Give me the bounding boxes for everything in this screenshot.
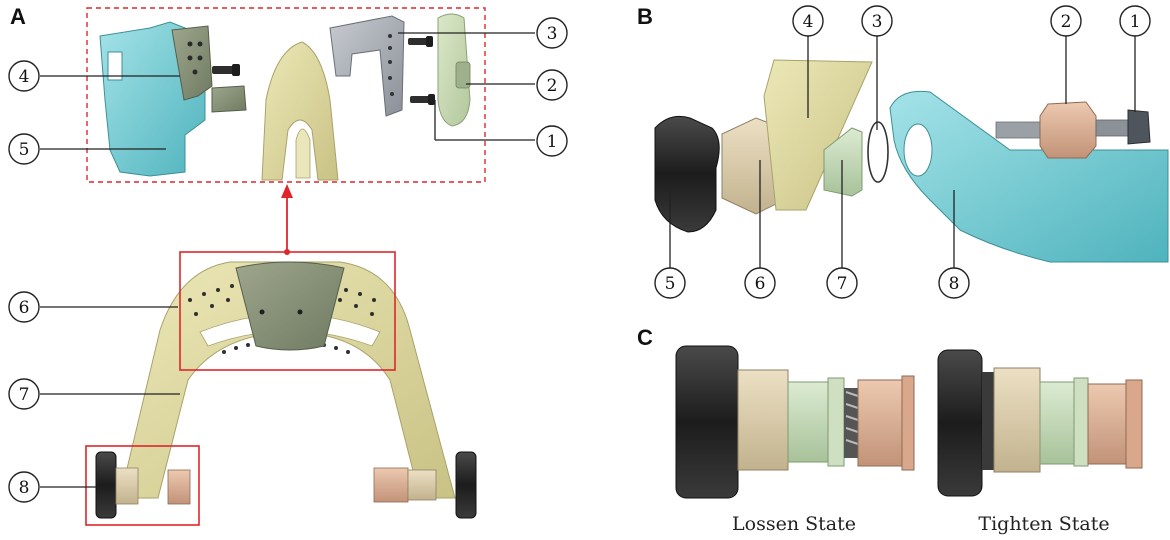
loosen-gear-teeth <box>844 388 859 458</box>
mint-gear <box>823 127 863 197</box>
loosen-gear-flange <box>827 377 845 467</box>
retaining-ring <box>867 121 889 183</box>
sage-plate <box>410 13 471 127</box>
svg-text:8: 8 <box>949 274 960 294</box>
svg-text:6: 6 <box>755 274 766 294</box>
callout-b-7: 7 <box>826 267 858 299</box>
callout-b-6: 6 <box>744 267 776 299</box>
svg-text:4: 4 <box>803 12 814 32</box>
svg-text:4: 4 <box>19 67 30 87</box>
peach-gear <box>1039 101 1097 159</box>
teal-arm-bore <box>903 123 933 177</box>
panel-a-letter: A <box>10 4 26 29</box>
svg-text:7: 7 <box>837 274 848 294</box>
loosen-state-caption: Lossen State <box>732 513 856 535</box>
svg-text:2: 2 <box>1061 12 1072 32</box>
svg-text:6: 6 <box>19 298 30 318</box>
tighten-gear-sleeve <box>1039 381 1075 465</box>
loosen-nut <box>737 369 789 471</box>
teal-arm <box>889 90 1169 263</box>
clamp-highlight-box <box>179 251 396 371</box>
tighten-assembly <box>937 349 1143 497</box>
zoom-arrow-head <box>281 184 293 198</box>
mount-bracket <box>99 21 247 177</box>
loosen-assembly <box>675 345 915 499</box>
svg-text:2: 2 <box>547 76 558 96</box>
callout-a-5: 5 <box>8 133 40 165</box>
loosen-knob <box>675 345 739 499</box>
callout-b-2: 2 <box>1050 5 1082 37</box>
frame-assembly <box>95 261 477 519</box>
svg-text:7: 7 <box>19 385 30 405</box>
svg-text:5: 5 <box>665 274 676 294</box>
callout-a-2: 2 <box>536 69 568 101</box>
panel-b: B 1 2 3 4 5 6 7 8 <box>637 4 1169 299</box>
exploded-view-frame <box>86 7 486 183</box>
yellow-wedge <box>763 59 873 211</box>
callout-a-1: 1 <box>536 125 568 157</box>
callout-b-1: 1 <box>1119 5 1151 37</box>
knob <box>654 115 720 233</box>
tighten-peach-gear <box>1087 383 1129 465</box>
loosen-peach-cap <box>901 375 915 471</box>
bolt-head <box>1127 109 1151 145</box>
callout-b-5: 5 <box>654 267 686 299</box>
callout-b-3: 3 <box>861 5 893 37</box>
svg-text:8: 8 <box>19 478 30 498</box>
tighten-knob <box>937 349 983 497</box>
bolt-shaft <box>1095 119 1131 137</box>
panel-c-letter: C <box>637 325 653 350</box>
tighten-gear-flange <box>1073 377 1089 467</box>
panel-b-letter: B <box>637 4 653 29</box>
svg-text:3: 3 <box>547 24 558 44</box>
loosen-gear-sleeve <box>787 381 829 463</box>
tighten-peach-cap <box>1125 379 1143 469</box>
tighten-knob-hub <box>982 372 994 470</box>
knob-highlight-box <box>85 445 200 526</box>
callout-a-8: 8 <box>8 471 40 503</box>
callout-a-7: 7 <box>8 378 40 410</box>
loosen-peach-gear <box>857 379 905 467</box>
tighten-nut <box>993 367 1041 473</box>
callout-a-6: 6 <box>8 291 40 323</box>
svg-text:3: 3 <box>872 12 883 32</box>
arc-plate <box>261 41 339 181</box>
callout-b-8: 8 <box>938 267 970 299</box>
tighten-state-caption: Tighten State <box>978 513 1109 535</box>
callout-a-3: 3 <box>536 17 568 49</box>
callout-b-4: 4 <box>792 5 824 37</box>
svg-text:1: 1 <box>1130 12 1141 32</box>
panel-c: C Lossen State <box>637 325 1143 535</box>
callout-a-4: 4 <box>8 60 40 92</box>
svg-text:1: 1 <box>547 132 558 152</box>
grey-plate <box>329 15 433 117</box>
panel-a: A <box>8 4 568 526</box>
svg-text:5: 5 <box>19 140 30 160</box>
